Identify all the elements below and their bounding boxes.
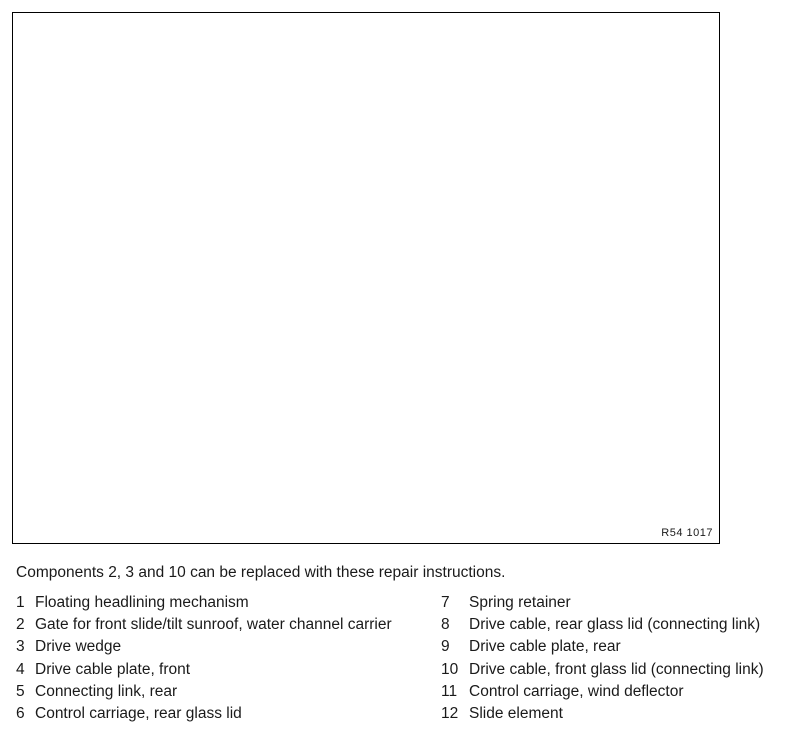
legend-number: 3 [16, 638, 25, 656]
legend-item: 10 Drive cable, front glass lid (connecti… [441, 659, 806, 681]
legend-right: 7 Spring retainer 8 Drive cable, rear glas… [441, 592, 806, 725]
figure-frame: R54 1017 [12, 12, 720, 544]
figure-code: R54 1017 [661, 527, 713, 539]
legend-text: Connecting link, rear [35, 682, 178, 700]
repair-note: Components 2, 3 and 10 can be replaced w… [16, 564, 506, 581]
legend-number: 10 [441, 660, 459, 678]
legend-number: 1 [16, 594, 25, 611]
legend-item: 9 Drive cable plate, rear [441, 636, 806, 658]
legend-text: Drive cable, front glass lid (connecting… [469, 660, 764, 678]
legend-text: Gate for front slide/tilt sunroof, water… [35, 616, 392, 634]
legend-number: 9 [441, 638, 450, 656]
legend-item: 4 Drive cable plate, front [16, 659, 436, 681]
legend-number: 6 [16, 705, 25, 723]
legend-item: 3 Drive wedge [16, 636, 436, 658]
legend-number: 8 [441, 616, 450, 634]
legend-text: Floating headlining mechanism [35, 594, 249, 611]
legend-text: Drive cable, rear glass lid (connecting … [469, 616, 761, 634]
legend-number: 5 [16, 682, 25, 700]
legend-text: Control carriage, wind deflector [469, 682, 684, 700]
legend-text: Drive wedge [35, 638, 122, 656]
legend-text: Control carriage, rear glass lid [35, 705, 242, 723]
legend-item: 6 Control carriage, rear glass lid [16, 703, 436, 725]
legend-number: 4 [16, 660, 25, 678]
legend-text: Drive cable plate, rear [469, 638, 621, 656]
legend-text: Spring retainer [469, 594, 571, 611]
legend-number: 11 [441, 682, 458, 700]
legend-item: 5 Connecting link, rear [16, 681, 436, 703]
legend-text: Slide element [469, 705, 563, 723]
legend-item: 8 Drive cable, rear glass lid (connecting… [441, 614, 806, 636]
legend-item: 7 Spring retainer [441, 592, 806, 614]
legend-text: Drive cable plate, front [35, 660, 191, 678]
legend-number: 7 [441, 594, 450, 611]
legend-item: 11 Control carriage, wind deflector [441, 681, 806, 703]
legend-number: 2 [16, 616, 25, 634]
legend-left: 1 Floating headlining mechanism 2 Gate for… [16, 592, 436, 725]
legend-item: 1 Floating headlining mechanism [16, 592, 436, 614]
legend-number: 12 [441, 705, 459, 723]
legend-item: 2 Gate for front slide/tilt sunroof, wate… [16, 614, 436, 636]
legend-item: 12 Slide element [441, 703, 806, 725]
